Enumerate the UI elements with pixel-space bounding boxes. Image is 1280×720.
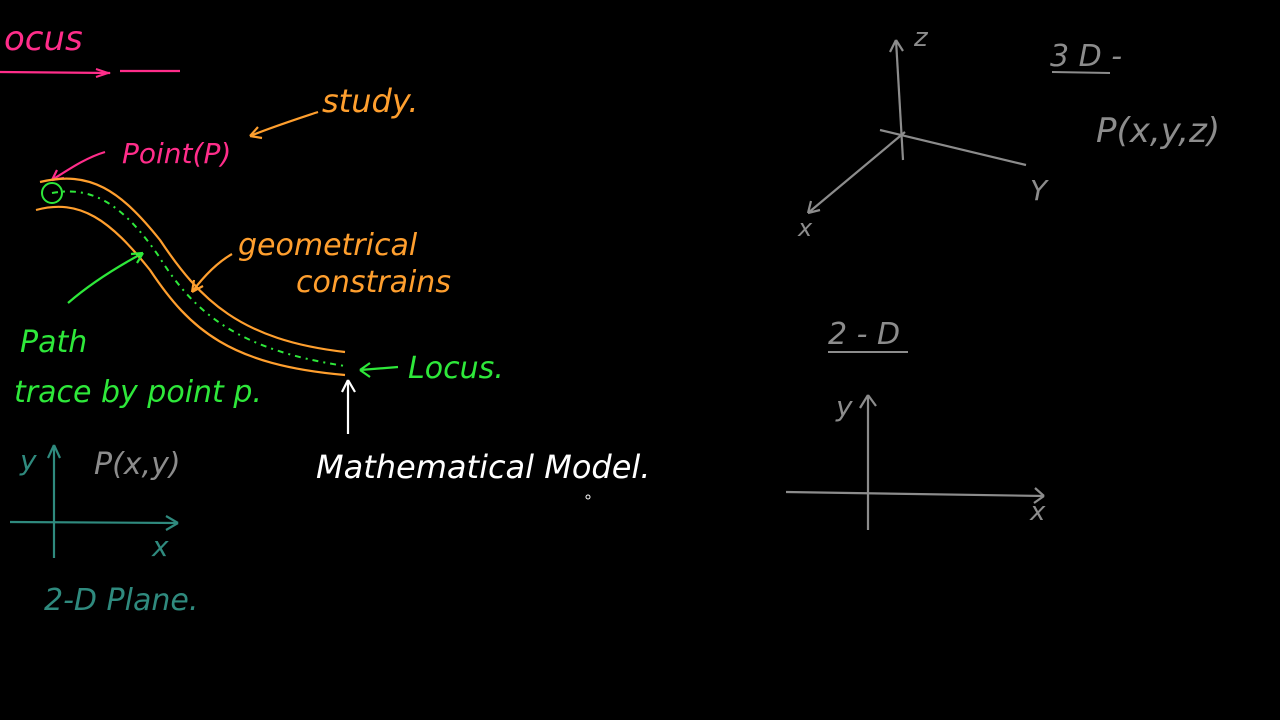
heading-3d: 3 D -	[1050, 39, 1122, 74]
constraint-lower-curve	[35, 205, 346, 377]
axis-z-label: z	[913, 23, 929, 53]
model-arrowhead	[341, 379, 356, 393]
locus-arrow	[359, 365, 399, 372]
right-y-arrowhead	[859, 394, 877, 409]
path-arrowhead	[130, 251, 144, 264]
path-arrow	[67, 252, 144, 304]
axis-x	[807, 131, 906, 214]
title-underline-arrow	[95, 68, 112, 78]
axis-x-arrowhead	[806, 200, 821, 215]
locus-label: Locus.	[408, 351, 504, 386]
study-label: study.	[322, 82, 418, 120]
constraint-arrow	[191, 253, 233, 293]
constrains-label: constrains	[296, 265, 451, 300]
small-y-label: y	[19, 444, 37, 477]
cursor-dot	[585, 494, 591, 500]
small-y-arrowhead	[47, 444, 61, 459]
right-x-axis	[785, 490, 1045, 498]
small-point-label: P(x,y)	[94, 447, 181, 482]
right-x-arrowhead	[1033, 487, 1045, 504]
small-x-label: x	[151, 530, 169, 563]
point-p-circle	[41, 182, 63, 204]
title-underline-1	[0, 70, 111, 75]
axis-y	[879, 128, 1027, 167]
trace-label: trace by point p.	[14, 375, 262, 410]
right-y-label: y	[835, 390, 853, 423]
point-3d-label: P(x,y,z)	[1096, 111, 1220, 151]
constraint-upper-curve	[39, 177, 346, 354]
heading-3d-underline	[1051, 71, 1111, 74]
axis-z	[894, 39, 905, 161]
heading-2d: 2 - D	[828, 317, 900, 352]
constraint-arrowhead	[190, 279, 204, 293]
math-model-label: Mathematical Model.	[316, 448, 650, 486]
locus-arrowhead	[359, 362, 371, 378]
small-x-arrowhead	[165, 515, 179, 531]
small-x-axis	[9, 520, 179, 525]
locus-path	[51, 190, 346, 367]
geometrical-label: geometrical	[238, 228, 418, 263]
study-arrowhead	[249, 126, 263, 140]
axis-z-arrowhead	[889, 39, 904, 53]
axis-y-label: Y	[1030, 174, 1049, 207]
locus-title: ocus	[4, 19, 83, 59]
point-p-label: Point(P)	[122, 137, 231, 170]
point-arrow	[51, 150, 106, 181]
study-arrow	[249, 110, 319, 138]
axis-x-label: x	[797, 214, 813, 242]
plane-caption: 2-D Plane.	[44, 583, 198, 618]
path-label: Path	[20, 325, 87, 360]
right-x-label: x	[1029, 497, 1046, 527]
